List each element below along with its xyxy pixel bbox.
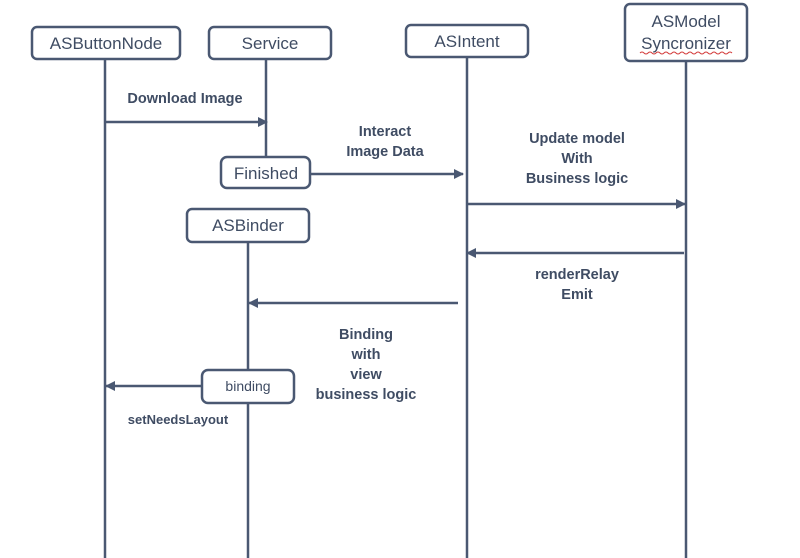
message-update-line2: With <box>561 151 592 167</box>
participant-asintent-label: ASIntent <box>434 32 499 51</box>
participant-asmodel-label-line2: Syncronizer <box>641 34 731 53</box>
participant-asmodel-syncronizer: ASModel Syncronizer <box>623 2 749 63</box>
activation-binding-label: binding <box>225 378 270 394</box>
participant-asbinder-label: ASBinder <box>212 216 284 235</box>
activation-finished-label: Finished <box>234 164 298 183</box>
participant-asbuttonnode: ASButtonNode <box>30 25 182 61</box>
message-download-image: Download Image <box>127 91 242 107</box>
message-render-line1: renderRelay <box>535 267 619 283</box>
message-binding-line3: view <box>350 367 382 383</box>
message-binding-line1: Binding <box>339 327 393 343</box>
participant-asbuttonnode-label: ASButtonNode <box>50 34 162 53</box>
message-binding-line4: business logic <box>316 387 417 403</box>
message-set-needs-layout: setNeedsLayout <box>128 412 229 427</box>
participant-asbinder: ASBinder <box>185 207 311 244</box>
participant-asmodel-label-line1: ASModel <box>652 12 721 31</box>
participant-asintent: ASIntent <box>404 23 530 59</box>
message-render-line2: Emit <box>561 287 593 303</box>
participant-service-label: Service <box>242 34 299 53</box>
message-update-line1: Update model <box>529 131 625 147</box>
participant-service: Service <box>207 25 333 61</box>
spellcheck-underline <box>639 51 733 55</box>
message-interact-line1: Interact <box>359 124 412 140</box>
message-interact-line2: Image Data <box>346 144 424 160</box>
message-binding-line2: with <box>351 347 381 363</box>
activation-finished: Finished <box>219 155 312 190</box>
message-update-line3: Business logic <box>526 171 628 187</box>
activation-binding: binding <box>200 368 296 405</box>
